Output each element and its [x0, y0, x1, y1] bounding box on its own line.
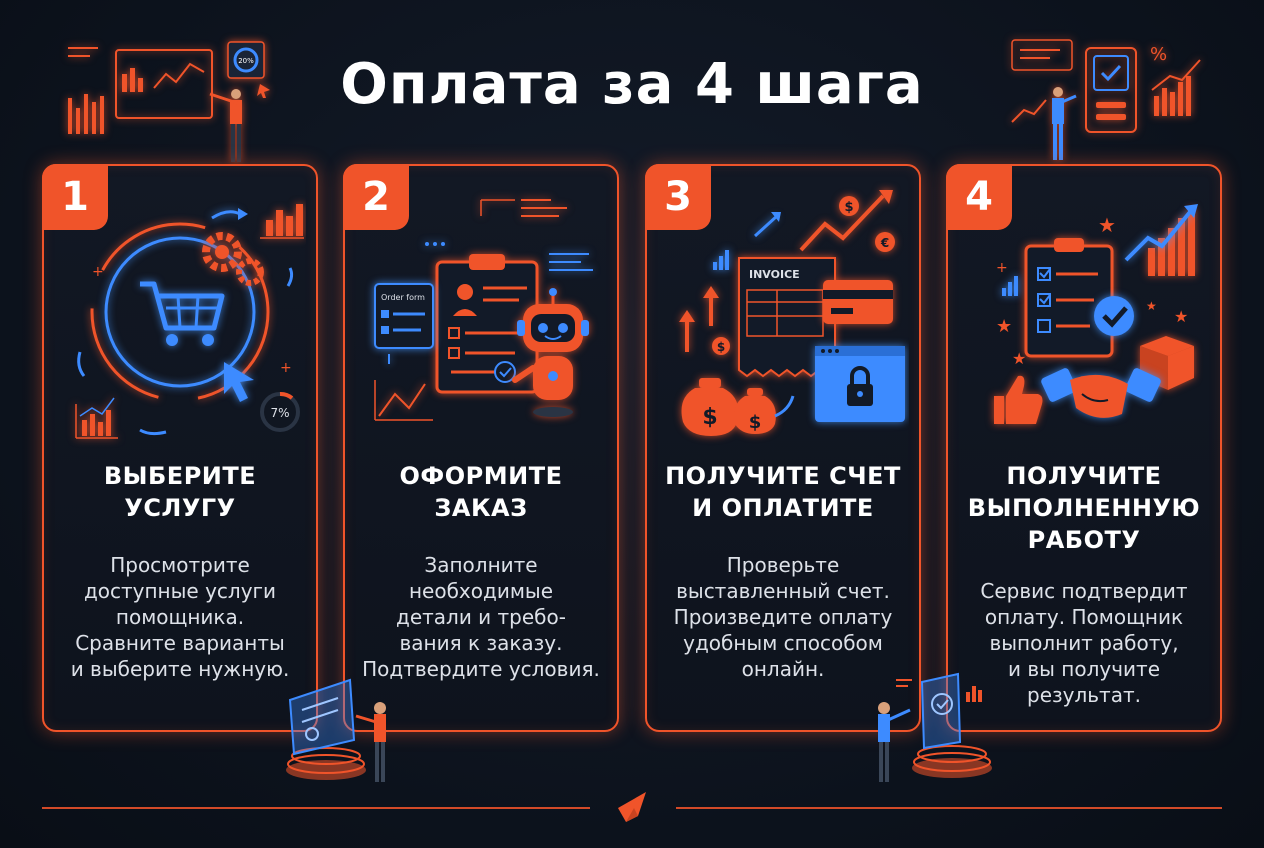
step-number-badge: 1: [42, 164, 108, 230]
gears-icon: [202, 232, 264, 286]
step-card-4: 4: [946, 164, 1222, 732]
percent-label: 7%: [270, 406, 289, 420]
footer-divider-right: [676, 807, 1222, 809]
logo-icon: [618, 792, 646, 822]
lock-icon: [815, 346, 905, 422]
money-bag-icon: $ $ $: [681, 337, 776, 436]
top-right-badge-text: %: [1150, 44, 1167, 65]
step-card-3: 3 $ € INVOICE: [645, 164, 921, 732]
step-2-illustration: Order form: [374, 199, 593, 421]
step-title: ВЫБЕРИТЕ УСЛУГУ: [103, 462, 257, 522]
invoice-label: INVOICE: [749, 268, 800, 281]
svg-text:+: +: [92, 264, 104, 280]
hologram-person-illustration-right: [878, 672, 992, 782]
order-form-label: Order form: [381, 293, 425, 302]
cursor-icon: [224, 362, 254, 402]
step-description: Проверьте выставленный счет. Произведите…: [673, 553, 893, 681]
svg-text:★: ★: [1174, 307, 1188, 326]
svg-text:$: $: [717, 340, 725, 354]
step-1-illustration: 7% + +: [75, 204, 304, 439]
step-number-badge: 4: [946, 164, 1012, 230]
clipboard-icon: [435, 254, 539, 394]
bar-chart-icon: [260, 204, 304, 239]
svg-text:★: ★: [1012, 349, 1026, 368]
svg-text:+: +: [996, 260, 1008, 276]
svg-text:+: +: [280, 360, 292, 376]
step-description: Просмотрите доступные услуги помощника. …: [70, 553, 290, 681]
step-description: Заполните необходимые детали и требо- ва…: [362, 553, 600, 681]
hologram-person-illustration-left: [286, 678, 386, 782]
footer-divider-left: [42, 807, 590, 809]
svg-text:★: ★: [1146, 299, 1157, 313]
phone-person-illustration: %: [1011, 39, 1201, 160]
svg-text:★: ★: [996, 316, 1012, 337]
step-3-illustration: $ € INVOICE $: [679, 190, 905, 436]
step-number-badge: 2: [343, 164, 409, 230]
dashboard-person-illustration: 20%: [68, 41, 270, 162]
svg-text:★: ★: [1098, 213, 1116, 237]
step-title: ОФОРМИТЕ ЗАКАЗ: [399, 462, 563, 522]
svg-text:$: $: [844, 200, 853, 215]
step-title: ПОЛУЧИТЕ СЧЕТ И ОПЛАТИТЕ: [665, 462, 901, 522]
svg-text:$: $: [702, 405, 717, 430]
step-number-badge: 3: [645, 164, 711, 230]
credit-card-icon: [823, 280, 893, 324]
svg-text:€: €: [880, 236, 889, 250]
step-card-1: 1: [42, 164, 318, 732]
step-title: ПОЛУЧИТЕ ВЫПОЛНЕННУЮ РАБОТУ: [967, 462, 1201, 554]
handshake-icon: [1041, 368, 1161, 418]
step-4-illustration: ★ ★ ★ ★ ★ +: [994, 204, 1198, 424]
order-form-icon: Order form: [374, 283, 434, 349]
checklist-icon: [1024, 238, 1114, 358]
shopping-cart-icon: [140, 281, 225, 346]
top-left-badge-text: 20%: [238, 57, 254, 65]
step-card-2: 2 Order form: [343, 164, 619, 732]
svg-text:$: $: [749, 412, 762, 433]
checkmark-icon: [1094, 296, 1134, 336]
robot-icon: [512, 288, 589, 417]
page-title: Оплата за 4 шага: [340, 52, 924, 117]
thumbs-up-icon: [994, 375, 1043, 424]
step-description: Сервис подтвердит оплату. Помощник выпол…: [980, 579, 1188, 707]
